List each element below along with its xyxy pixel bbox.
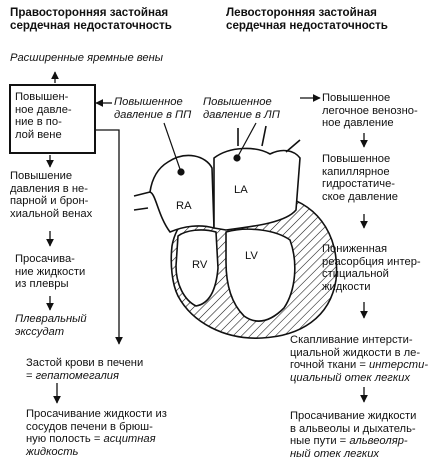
pleural-effusion-text: Плевральный экссудат: [15, 313, 87, 338]
heart-schematic: [133, 122, 338, 339]
jugular-veins-text: Расширенные яремные вены: [10, 52, 163, 64]
pleura-leak-text: Просачива- ние жидкости из плевры: [15, 253, 86, 291]
la-pressure-text: Повышенное давление в ЛП: [203, 96, 280, 121]
ivc-pressure-box: [9, 84, 96, 154]
ra-pressure-leader: [163, 122, 182, 173]
right-hf-title: Правосторонняя застойная сердечная недос…: [10, 6, 172, 32]
arrow-box-to-liver: [96, 129, 123, 345]
rv-cavity: [175, 229, 219, 307]
liver-congestion-text: Застой крови в печени = гепатомегалия: [26, 357, 144, 382]
azygos-pressure-text: Повышение давления в не- парной и брон- …: [10, 170, 93, 220]
left-hf-title: Левосторонняя застойная сердечная недост…: [226, 6, 388, 32]
vessel-left: [133, 191, 151, 211]
capillary-pressure-text: Повышенное капиллярное гидростатиче- ско…: [322, 153, 399, 203]
la-chamber: [213, 147, 301, 231]
ivc-pressure-text: Повышен- ное давле- ние в по- лой вене: [15, 91, 72, 141]
reabsorption-text: Пониженная реасорбция интер- стициальной…: [322, 243, 421, 293]
lv-cavity: [225, 228, 296, 322]
pulmonary-venous-text: Повышенное легочное венозно- ное давлени…: [322, 92, 418, 130]
ra-pressure-text: Повышенное давление в ПП: [114, 96, 192, 121]
alveolar-edema-text: Просачивание жидкости в альвеолы и дыхат…: [290, 410, 417, 460]
rv-label: RV: [192, 259, 208, 271]
lv-label: LV: [245, 250, 258, 262]
vessel-top: [237, 125, 301, 153]
la-label: LA: [234, 184, 248, 196]
interstitial-edema-text: Скапливание интерсти- циальной жидкости …: [290, 334, 429, 384]
la-pressure-leader: [236, 122, 257, 159]
ra-label: RA: [176, 200, 192, 212]
ra-chamber: [149, 154, 215, 233]
ascites-text: Просачивание жидкости из сосудов печени …: [26, 408, 167, 458]
